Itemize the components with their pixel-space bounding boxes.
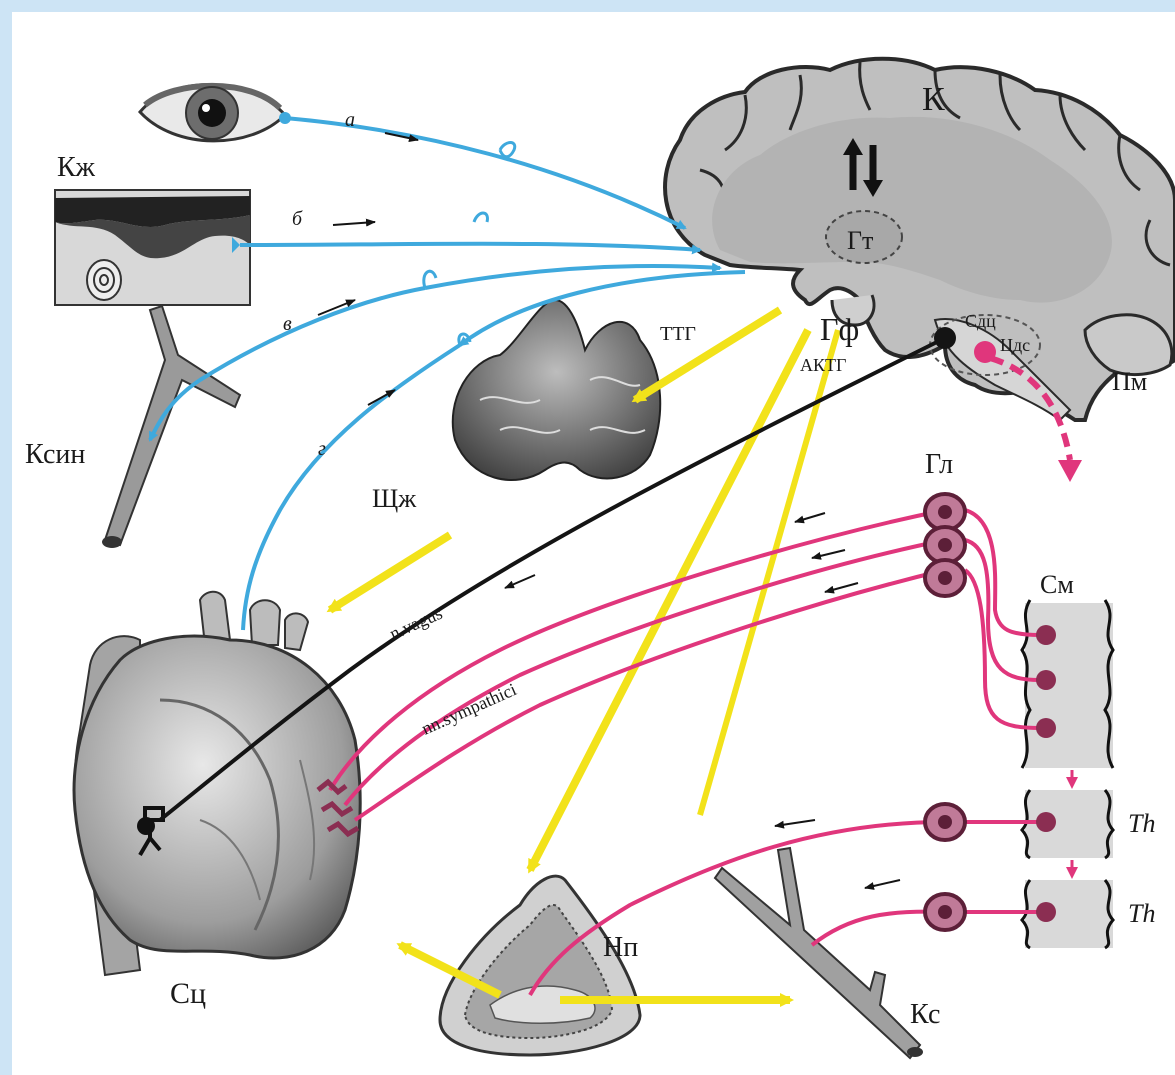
label-path-b: б [292,208,303,230]
label-adrenal: Нп [603,932,638,963]
label-path-g: г [318,438,326,460]
label-thyroid: Щж [372,484,417,513]
label-medulla-sub: Цдс [1000,335,1030,355]
label-spinal-seg-1: Th [1128,809,1155,838]
label-heart: Сц [170,977,206,1010]
skin-section-icon [55,190,250,305]
ganglion-icon [925,494,965,930]
label-vessel-input: Ксин [25,439,85,470]
label-cortex: К [922,81,945,118]
adrenal-icon [440,876,640,1055]
label-vessel-output: Кс [910,999,940,1030]
label-medulla-oblongata: Пм [1112,367,1147,396]
label-hypothalamus: Гт [847,226,873,255]
label-pituitary: Гф [820,311,859,347]
label-medulla-center: Сдц [965,311,996,331]
brain-icon [665,59,1175,420]
blood-vessel-output-icon [715,848,923,1058]
label-acth: АКТГ [800,355,846,375]
label-tsh: ТТГ [660,323,696,345]
label-vagus: n.vagus [386,603,445,644]
eye-icon [140,85,285,141]
label-path-v: в [283,313,292,335]
label-ganglia: Гл [925,449,953,480]
thyroid-icon [453,300,660,480]
label-path-a: а [345,109,355,131]
blood-vessel-icon [102,306,240,548]
heart-icon [74,592,360,975]
label-spinal-cord: См [1040,570,1074,599]
label-skin: Кж [57,152,96,183]
spinal-cord-icon [1022,600,1113,948]
label-spinal-seg-2: Th [1128,899,1155,928]
